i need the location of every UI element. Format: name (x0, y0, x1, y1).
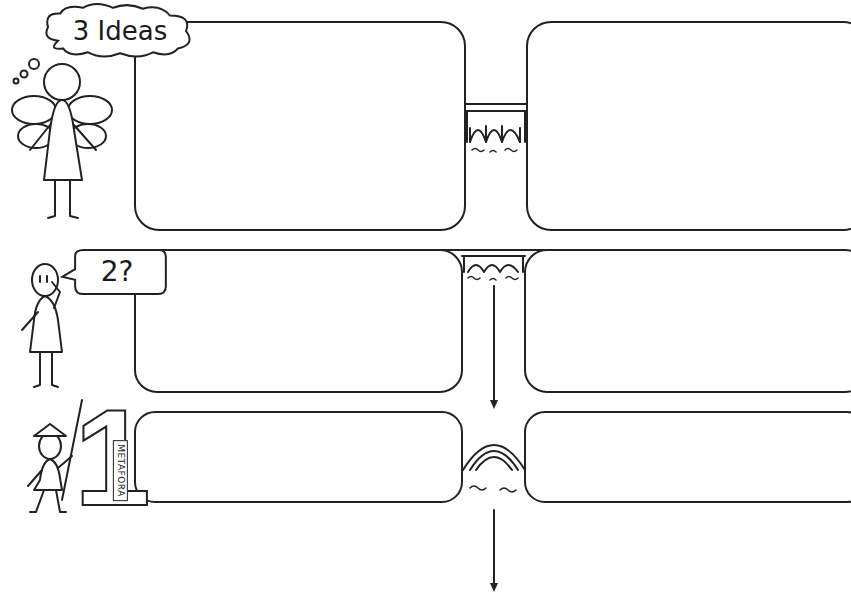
thought-cloud: 3 Ideas (38, 2, 198, 60)
bubble-text: 2? (101, 257, 134, 288)
blank-box (525, 412, 851, 502)
bridge-drawing (465, 104, 527, 152)
down-arrow (493, 286, 495, 405)
blank-box (135, 22, 465, 230)
bridge-drawing (440, 250, 555, 280)
explorer-figure (28, 400, 82, 512)
blank-box (527, 22, 851, 230)
blank-box (135, 250, 462, 392)
thinking-figure (22, 264, 62, 387)
blank-box (525, 250, 851, 392)
down-arrow (493, 510, 495, 588)
fairy-figure (12, 59, 112, 218)
blank-box (135, 412, 462, 502)
bridge-drawing (463, 445, 525, 492)
vertical-label: METAFORA (113, 440, 128, 501)
cloud-text: 3 Ideas (73, 17, 167, 46)
speech-bubble: 2? (60, 248, 168, 296)
